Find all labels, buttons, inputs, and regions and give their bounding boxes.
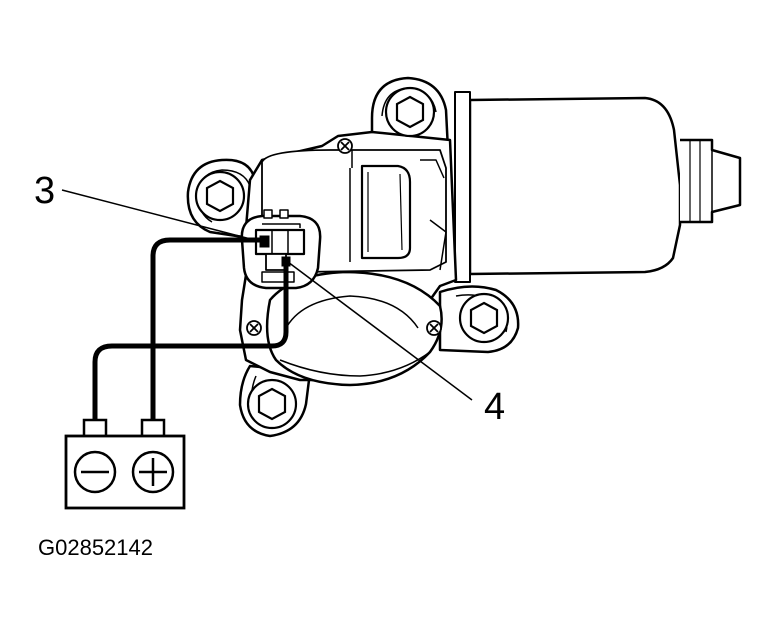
minus-icon bbox=[73, 450, 117, 494]
hex-bolt-bottom bbox=[246, 378, 298, 430]
hex-bolt-right bbox=[458, 292, 510, 344]
plus-icon bbox=[131, 450, 175, 494]
screw-left bbox=[246, 320, 262, 336]
hex-bolt-top bbox=[384, 86, 436, 138]
callout-4: 4 bbox=[484, 386, 506, 428]
screw-right bbox=[426, 320, 442, 336]
leader-line-3 bbox=[61, 189, 263, 243]
negative-lead bbox=[92, 262, 289, 420]
figure-id: G02852142 bbox=[38, 535, 153, 560]
positive-lead bbox=[150, 237, 262, 420]
callout-3: 3 bbox=[34, 170, 56, 212]
wiring-connector bbox=[240, 209, 322, 290]
motor-cylinder bbox=[454, 91, 742, 283]
hex-bolt-upper-left bbox=[194, 170, 246, 222]
leader-line-4 bbox=[287, 261, 473, 401]
screw-top bbox=[337, 138, 353, 154]
